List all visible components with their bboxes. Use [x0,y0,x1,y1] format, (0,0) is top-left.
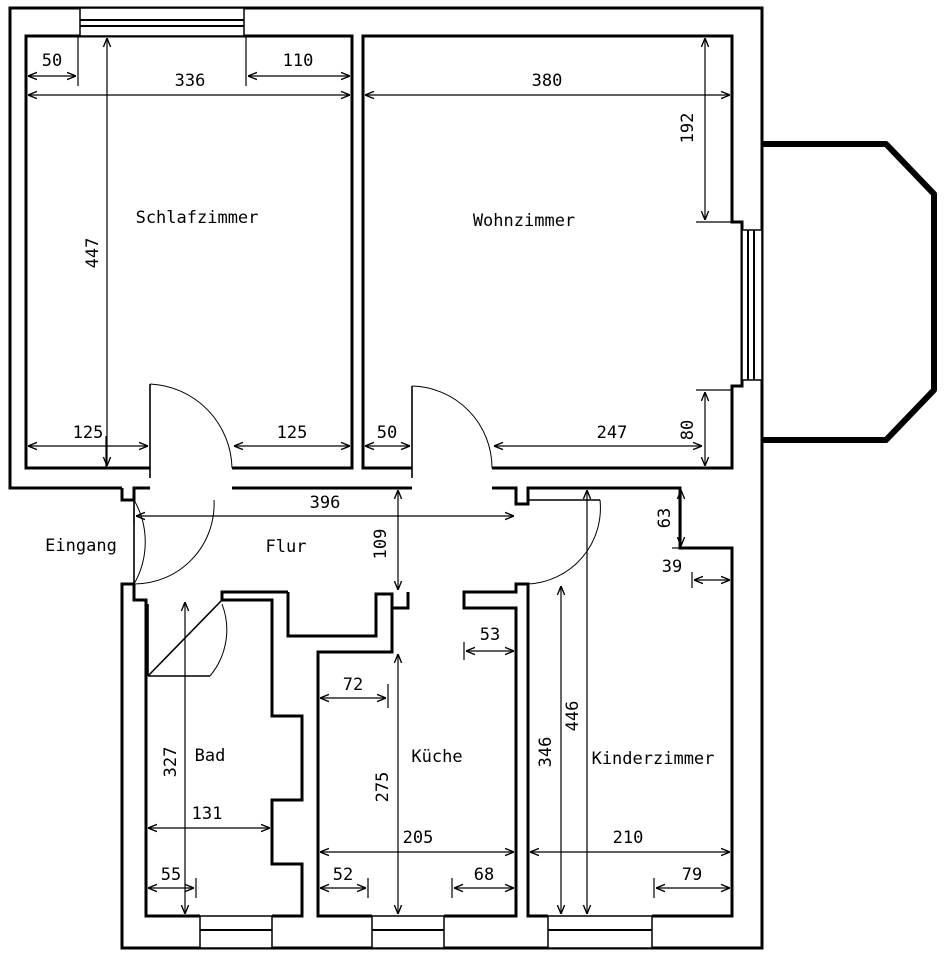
dim-kueche-top-left: 72 [343,675,363,695]
dim-wohn-width: 380 [532,71,563,91]
window-kinderzimmer [547,915,653,949]
dim-schlaf-bottom-left: 125 [73,423,104,443]
dim-schlaf-top-left: 50 [42,51,62,71]
dim-bad-height: 327 [161,747,181,778]
dim-bad-width: 131 [192,804,223,824]
dim-kinder-bottom-right: 79 [682,865,702,885]
dim-wohn-bottom-right: 247 [597,423,628,443]
window-bad [199,915,273,949]
dim-flur-depth: 109 [371,529,391,560]
room-label-kinderzimmer: Kinderzimmer [592,749,715,769]
window-schlafzimmer [79,7,245,37]
window-kueche [371,915,445,949]
room-label-kueche: Küche [411,747,462,767]
dim-kueche-width: 205 [403,828,434,848]
dimension-lines [28,36,732,914]
dimension-labels: 50 110 336 447 125 125 380 192 80 50 247… [42,51,702,885]
wohnzimmer-wall [361,34,744,470]
dim-wohn-right-bottom: 80 [678,420,698,440]
kueche-wall [316,592,410,918]
room-label-wohnzimmer: Wohnzimmer [473,211,575,231]
dim-kinder-height-inner: 346 [536,737,556,768]
schlafzimmer-wall [24,34,354,470]
dim-kinder-height: 446 [563,701,583,732]
flur-south-wall-right [464,584,518,594]
walls [8,6,764,950]
flur-north-wall-right [492,486,734,918]
bay-window [762,141,937,443]
bad-wall-right [220,590,304,918]
bad-wall [132,584,200,918]
dim-kueche-bottom-left: 52 [333,865,353,885]
outer-wall [8,6,764,950]
room-label-flur: Flur [266,537,307,557]
flur-south-wall [286,592,410,638]
dim-schlaf-top-right: 110 [283,51,314,71]
dim-schlaf-width: 336 [175,71,206,91]
room-label-bad: Bad [195,746,226,766]
room-labels: Schlafzimmer Wohnzimmer Eingang Flur Bad… [45,208,714,769]
room-label-schlafzimmer: Schlafzimmer [136,208,259,228]
dim-wohn-right-top: 192 [678,113,698,144]
windows [79,7,763,949]
room-label-eingang: Eingang [45,536,117,556]
doors [133,383,601,677]
dim-schlaf-bottom-right: 125 [277,423,308,443]
dim-kueche-door-offset: 53 [480,625,500,645]
dim-schlaf-height: 447 [83,238,103,269]
dim-flur-width: 396 [310,493,341,513]
window-wohnzimmer [741,229,763,381]
dim-kinder-width: 210 [613,828,644,848]
dim-bad-bottom-left: 55 [161,865,181,885]
dim-kueche-bottom-right: 68 [474,865,494,885]
dim-kinder-niche-width: 39 [662,557,682,577]
flur-north-wall-left [120,486,150,502]
dim-kinder-niche-depth: 63 [655,508,675,528]
dim-kueche-height: 275 [373,772,393,803]
dim-wohn-bottom-left: 50 [377,423,397,443]
